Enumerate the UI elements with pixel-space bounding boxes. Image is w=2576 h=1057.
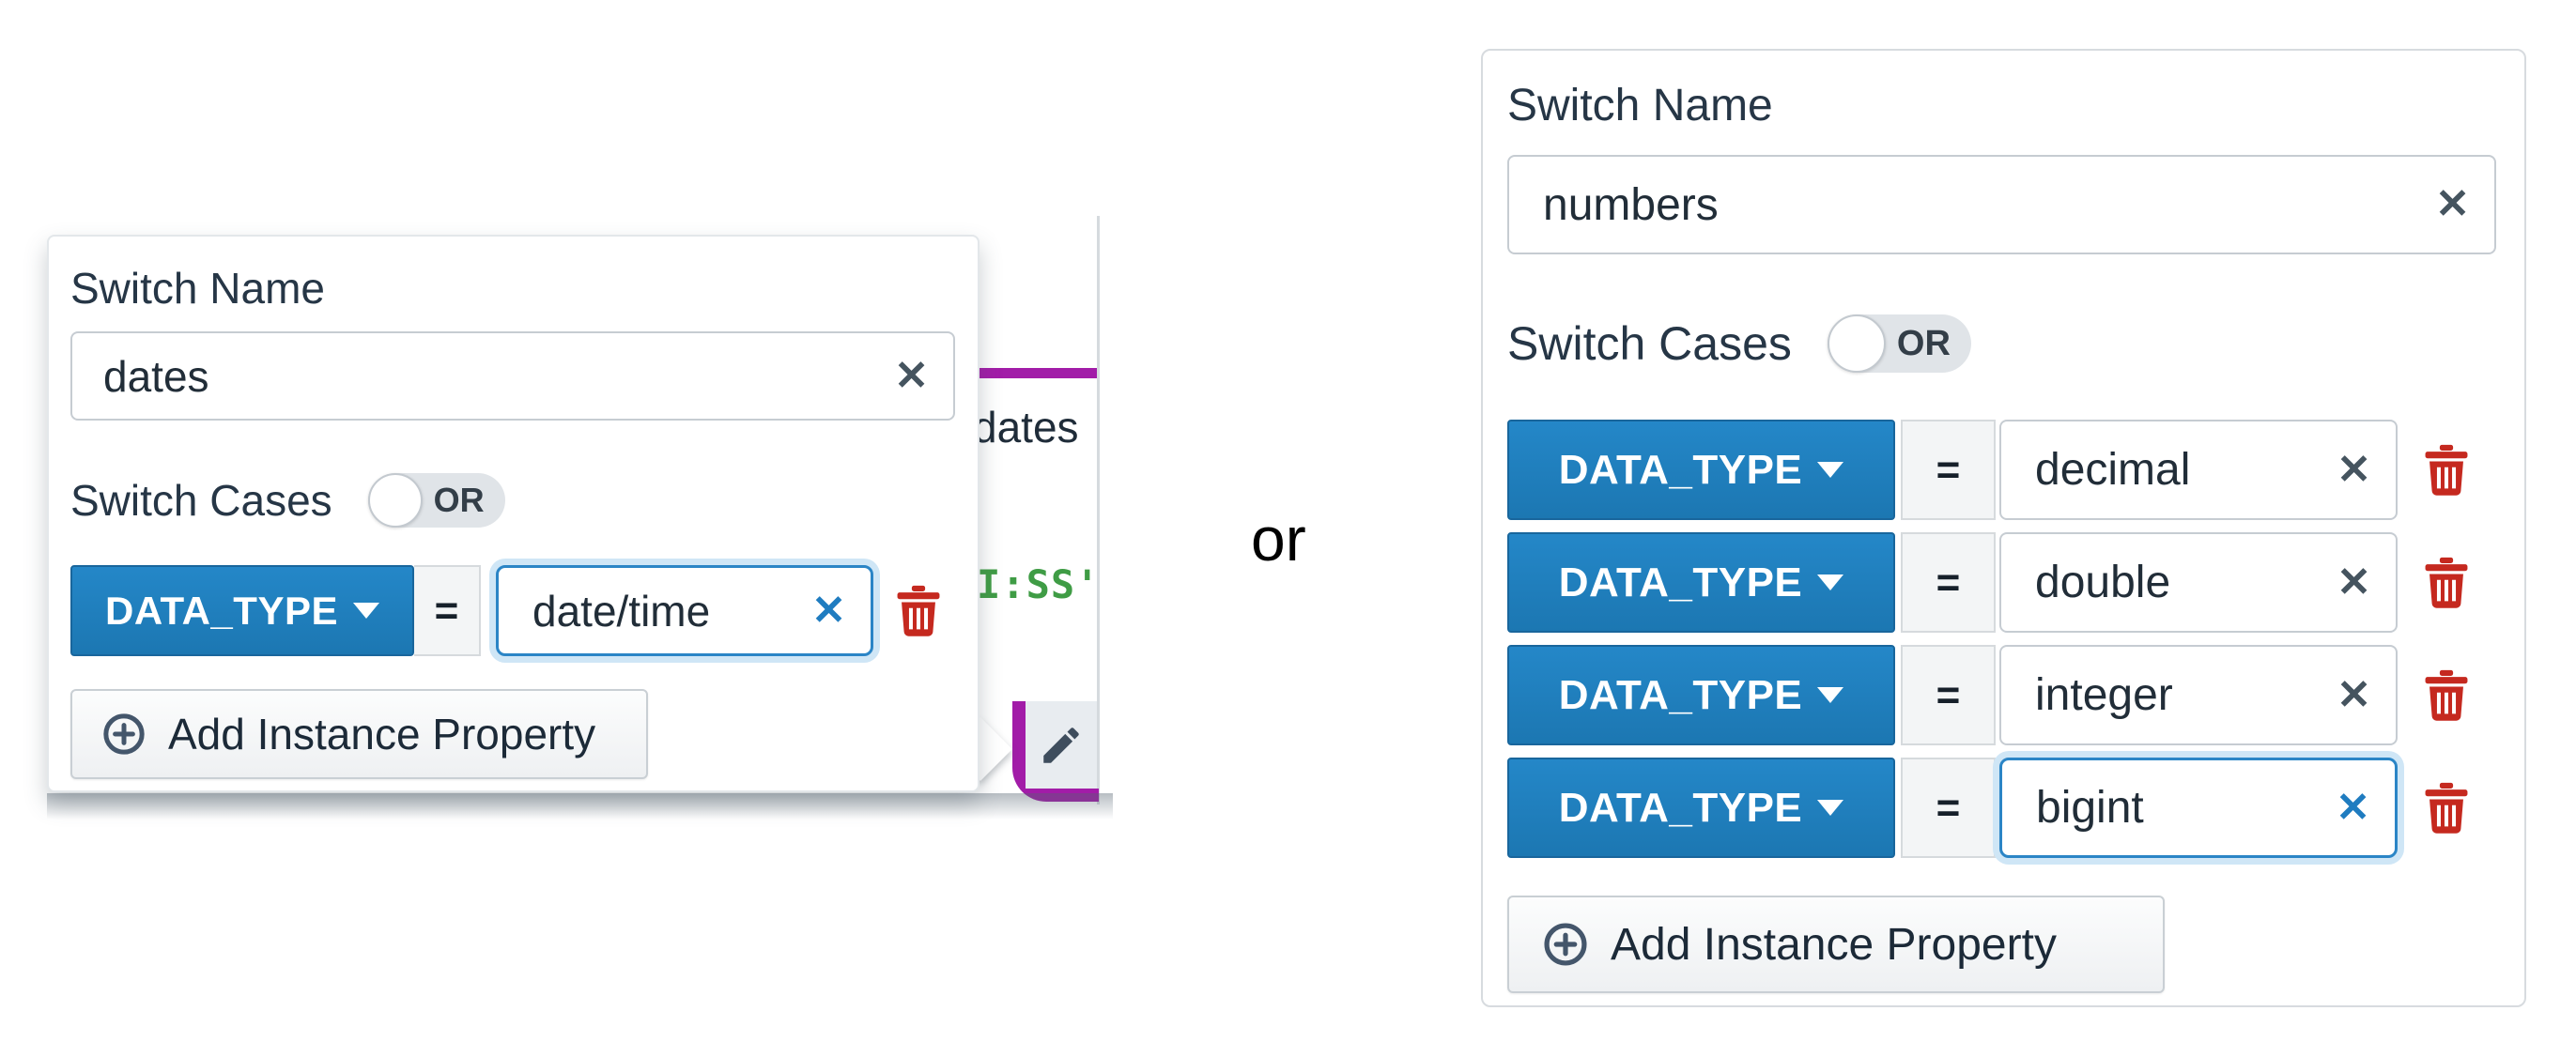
- circle-plus-icon: [1541, 920, 1590, 969]
- case-value-input[interactable]: decimal ✕: [1999, 420, 2398, 521]
- property-dropdown-button[interactable]: DATA_TYPE: [1507, 532, 1895, 634]
- background-card-selected-border-top: [977, 368, 1097, 378]
- switch-name-value: dates: [103, 351, 209, 401]
- add-instance-property-button[interactable]: Add Instance Property: [1507, 896, 2165, 994]
- switch-config-popover-numbers: Switch Name numbers ✕ Switch Cases OR DA…: [1481, 49, 2526, 1007]
- background-card-title: dates: [973, 403, 1079, 452]
- switch-case-row: DATA_TYPE = double ✕: [1507, 532, 2496, 634]
- property-dropdown-label: DATA_TYPE: [105, 588, 338, 633]
- operator-label: =: [1936, 784, 1961, 831]
- switch-case-row: DATA_TYPE = bigint ✕: [1507, 758, 2496, 859]
- case-value: double: [2035, 558, 2171, 608]
- operator-label: =: [434, 587, 459, 634]
- background-code-snippet: I:SS': [977, 561, 1101, 607]
- switch-cases-list: DATA_TYPE = decimal ✕ DATA_TYPE: [1507, 420, 2496, 859]
- property-dropdown-label: DATA_TYPE: [1558, 446, 1803, 493]
- pencil-icon[interactable]: [1038, 722, 1085, 769]
- popover-shadow: [47, 793, 1113, 820]
- or-toggle-label: OR: [433, 481, 485, 520]
- clear-icon[interactable]: ✕: [2337, 671, 2371, 718]
- trash-icon: [2422, 556, 2471, 610]
- switch-name-value: numbers: [1543, 179, 1719, 230]
- property-dropdown-label: DATA_TYPE: [1558, 671, 1803, 718]
- case-value: bigint: [2036, 783, 2144, 834]
- case-value-input[interactable]: integer ✕: [1999, 645, 2398, 746]
- property-dropdown-label: DATA_TYPE: [1558, 559, 1803, 605]
- property-dropdown-button[interactable]: DATA_TYPE: [70, 565, 414, 657]
- add-instance-property-label: Add Instance Property: [168, 710, 596, 759]
- case-value-input[interactable]: double ✕: [1999, 532, 2398, 634]
- trash-icon: [894, 584, 943, 638]
- switch-cases-label: Switch Cases: [70, 476, 332, 526]
- operator-label: =: [1936, 446, 1961, 493]
- operator-box: =: [1901, 532, 1996, 634]
- or-toggle[interactable]: OR: [367, 473, 505, 528]
- operator-box: =: [414, 565, 481, 657]
- background-edit-tab[interactable]: [1026, 701, 1097, 789]
- switch-case-row: DATA_TYPE = date/time ✕: [70, 565, 957, 657]
- operator-label: =: [1936, 559, 1961, 605]
- clear-icon[interactable]: ✕: [2337, 446, 2371, 493]
- circle-plus-icon: [100, 711, 147, 758]
- switch-name-input[interactable]: numbers ✕: [1507, 155, 2496, 255]
- trash-icon: [2422, 443, 2471, 498]
- background-card-selected-border-corner: [1012, 701, 1099, 802]
- property-dropdown-button[interactable]: DATA_TYPE: [1507, 420, 1895, 521]
- operator-box: =: [1901, 645, 1996, 746]
- delete-case-button[interactable]: [2422, 781, 2471, 835]
- delete-case-button[interactable]: [2422, 668, 2471, 723]
- add-instance-property-label: Add Instance Property: [1611, 919, 2057, 970]
- switch-name-label: Switch Name: [70, 264, 325, 313]
- property-dropdown-button[interactable]: DATA_TYPE: [1507, 645, 1895, 746]
- chevron-down-icon: [352, 603, 379, 620]
- clear-icon[interactable]: ✕: [2337, 559, 2371, 605]
- chevron-down-icon: [1817, 462, 1844, 479]
- add-instance-property-button[interactable]: Add Instance Property: [70, 689, 648, 780]
- property-dropdown-label: DATA_TYPE: [1558, 784, 1803, 831]
- clear-icon[interactable]: ✕: [894, 352, 929, 399]
- case-value: decimal: [2035, 445, 2191, 496]
- switch-cases-label: Switch Cases: [1507, 317, 1792, 371]
- clear-icon[interactable]: ✕: [2435, 181, 2470, 228]
- case-value-input[interactable]: date/time ✕: [496, 565, 873, 657]
- case-value-input[interactable]: bigint ✕: [1999, 758, 2398, 859]
- chevron-down-icon: [1817, 800, 1844, 817]
- case-value: integer: [2035, 670, 2173, 721]
- clear-icon[interactable]: ✕: [811, 587, 846, 634]
- switch-case-row: DATA_TYPE = decimal ✕: [1507, 420, 2496, 521]
- clear-icon[interactable]: ✕: [2336, 784, 2370, 831]
- toggle-knob[interactable]: [367, 473, 423, 528]
- operator-box: =: [1901, 420, 1996, 521]
- delete-case-button[interactable]: [2422, 556, 2471, 610]
- delete-case-button[interactable]: [2422, 443, 2471, 498]
- or-toggle-label: OR: [1896, 323, 1951, 363]
- or-divider-text: or: [1251, 504, 1306, 574]
- switch-name-label: Switch Name: [1507, 81, 1773, 130]
- trash-icon: [2422, 668, 2471, 723]
- case-value: date/time: [532, 586, 711, 636]
- delete-case-button[interactable]: [894, 584, 943, 638]
- switch-cases-list: DATA_TYPE = date/time ✕: [70, 565, 957, 657]
- or-toggle[interactable]: OR: [1827, 314, 1971, 374]
- property-dropdown-button[interactable]: DATA_TYPE: [1507, 758, 1895, 859]
- chevron-down-icon: [1817, 574, 1844, 591]
- trash-icon: [2422, 781, 2471, 835]
- background-card-right-edge: [1097, 216, 1100, 804]
- switch-case-row: DATA_TYPE = integer ✕: [1507, 645, 2496, 746]
- chevron-down-icon: [1817, 687, 1844, 704]
- switch-name-input[interactable]: dates ✕: [70, 331, 955, 421]
- switch-config-popover-dates: Switch Name dates ✕ Switch Cases OR DATA…: [47, 235, 979, 792]
- operator-box: =: [1901, 758, 1996, 859]
- operator-label: =: [1936, 671, 1961, 718]
- toggle-knob[interactable]: [1827, 314, 1886, 374]
